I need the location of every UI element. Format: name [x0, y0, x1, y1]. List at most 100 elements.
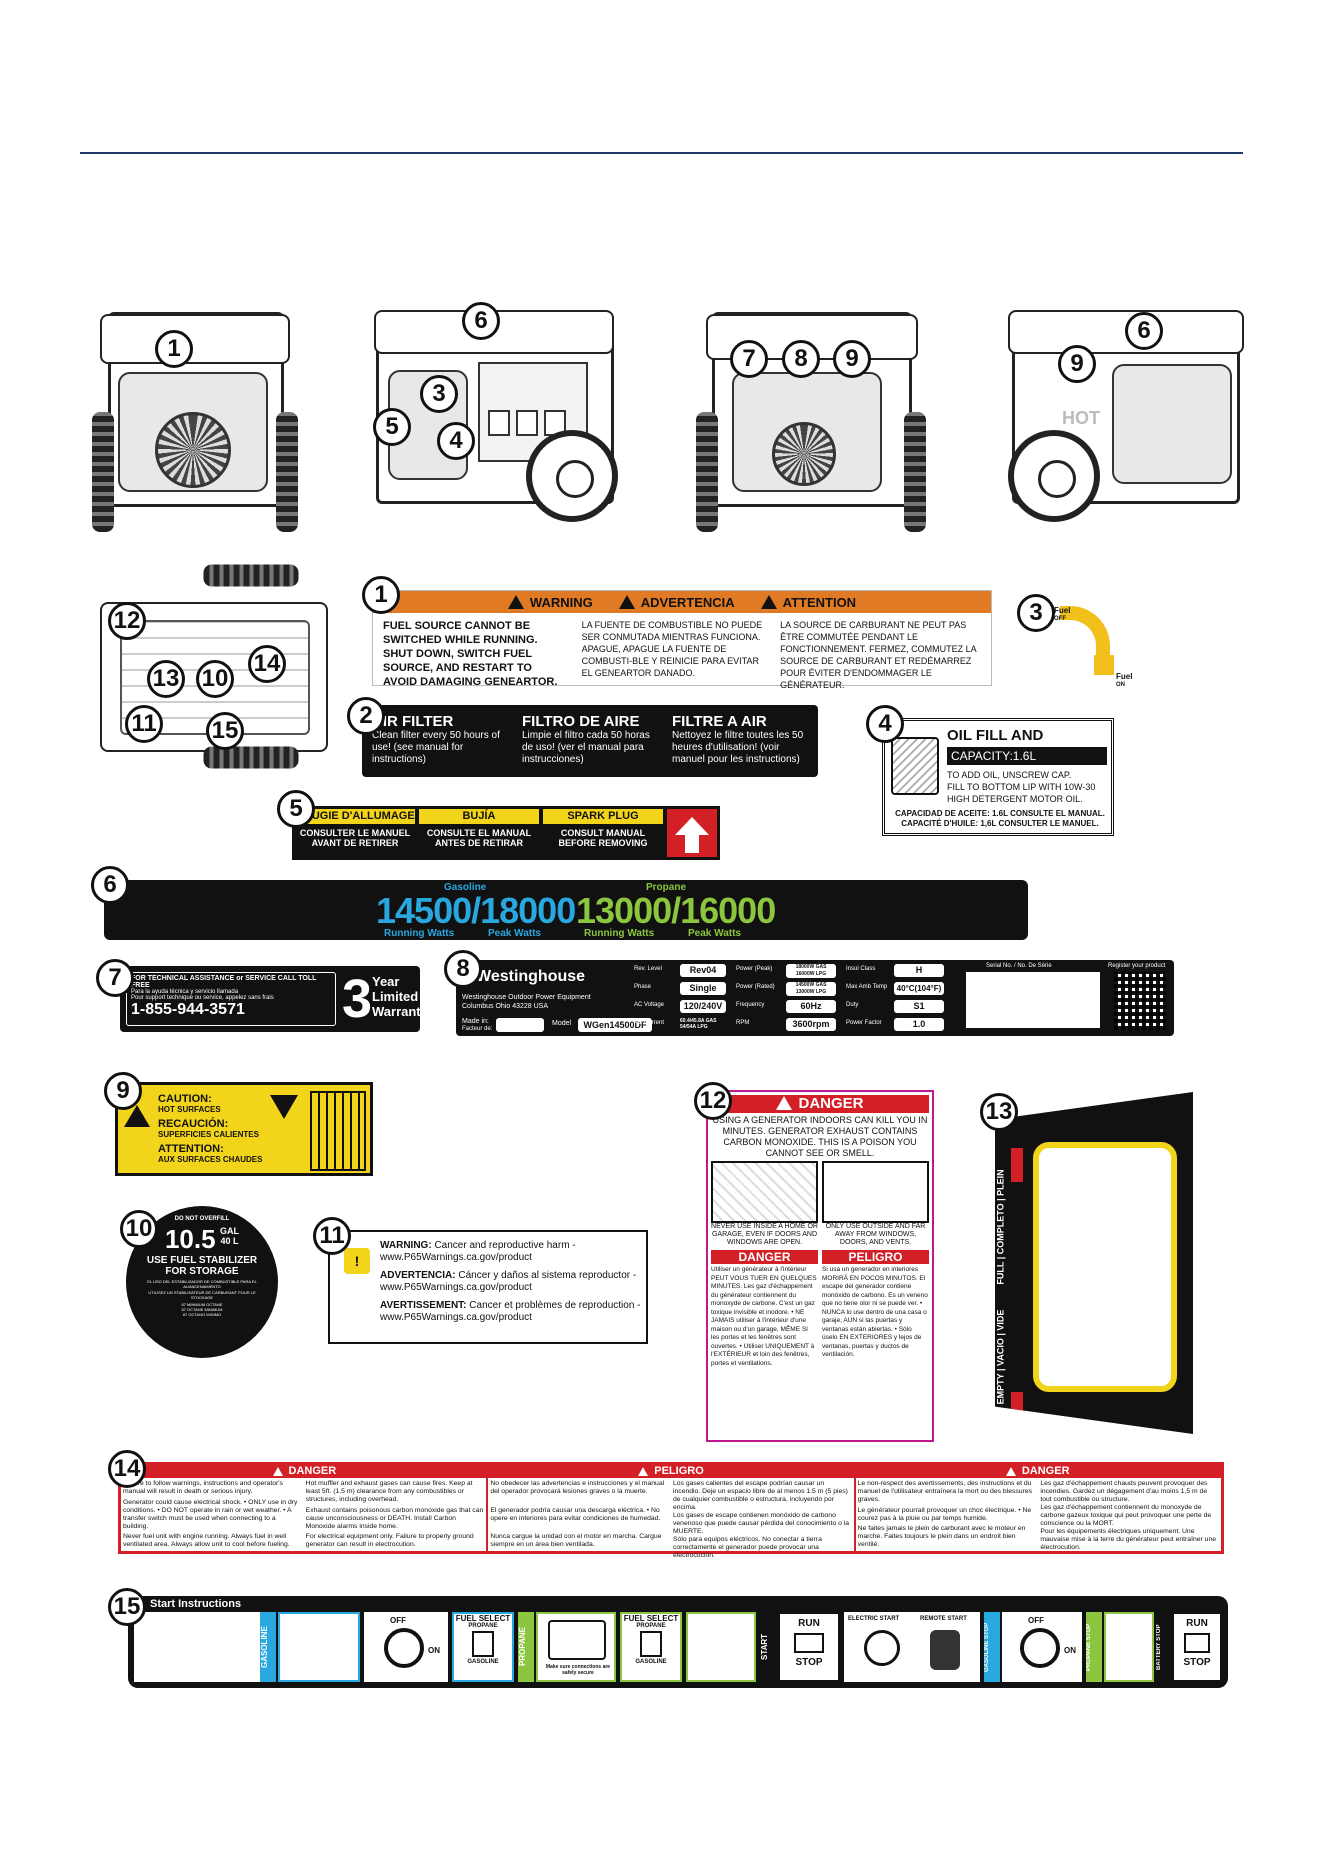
strip-f1: Les gaz d'échappement chauds peuvent pro… — [1040, 1480, 1208, 1503]
callout-6: 6 — [462, 302, 500, 340]
octane-2: 87 OCTANE MINIMUM — [181, 1307, 223, 1312]
qr-code-icon — [1114, 972, 1166, 1030]
label-6-wattage: Gasoline 14500/18000 Running Watts Peak … — [104, 880, 1028, 940]
label-11-number: 11 — [313, 1217, 351, 1255]
caution-3: ATTENTION: — [158, 1143, 224, 1155]
company: Westinghouse Outdoor Power Equipment — [462, 994, 591, 1001]
propane-small-1: PROPANE — [468, 1623, 498, 1629]
spark-text-es-2: ANTES DE RETIRAR — [434, 838, 523, 848]
electric-start-label: ELECTRIC START — [848, 1616, 900, 1622]
stabilizer-es: EL USO DEL ESTABILIZADOR DE COMBUSTIBLE … — [147, 1279, 257, 1289]
stabilizer-fr: UTILISEZ UN STABILISATEUR DE CARBURANT P… — [148, 1290, 256, 1300]
pf-label: Power Factor — [846, 1020, 882, 1026]
callout-10: 10 — [196, 660, 234, 698]
remote-icon — [930, 1630, 960, 1670]
p65-w3: AVERTISSEMENT: — [380, 1300, 467, 1311]
caution-1b: HOT SURFACES — [158, 1105, 221, 1114]
outside-ok-icon — [822, 1161, 929, 1223]
callout-6b: 6 — [1125, 312, 1163, 350]
warning-en: FUEL SOURCE CANNOT BE SWITCHED WHILE RUN… — [383, 620, 558, 688]
model-value: WGen14500DF — [578, 1018, 652, 1032]
peligro-text: Si usa un generador en interiores MORIRÁ… — [822, 1266, 928, 1358]
gallon-unit: GAL — [220, 1226, 240, 1236]
make-sure-text: Make sure connections are safely secure — [545, 1664, 611, 1676]
danger-strip-es: PELIGRO — [488, 1465, 855, 1478]
spark-title-es: BUJÍA — [419, 809, 539, 824]
label-15-start-instructions: Start Instructions GASOLINE OFF ON FUEL … — [128, 1596, 1228, 1688]
p65-w1: WARNING: — [380, 1240, 432, 1251]
danger-fr-title: DANGER — [711, 1250, 818, 1264]
label-2-number: 2 — [347, 697, 385, 735]
ins-label: Insul Class — [846, 966, 876, 972]
propane-stop-tag: PROPANE STOP — [1086, 1612, 1102, 1682]
spark-text-fr-1: CONSULTER LE MANUEL — [299, 828, 411, 838]
amb-label: Max Amb Temp — [846, 984, 888, 990]
start-buttons: ELECTRIC START REMOTE START — [844, 1612, 980, 1682]
freq-label: Frequency — [736, 1002, 765, 1008]
stabilizer-1: USE FUEL STABILIZER — [146, 1255, 258, 1266]
fuel-select-1: FUEL SELECT PROPANE GASOLINE — [452, 1612, 514, 1682]
caution-2: RECAUCIÓN: — [158, 1118, 229, 1130]
off-label-1: OFF — [390, 1616, 406, 1625]
gasoline-tag: GASOLINE — [260, 1612, 276, 1682]
warranty-w2: Limited — [372, 989, 419, 1004]
label-14-fuel-gauge: FULL | COMPLETO | PLEIN EMPTY | VACIO | … — [995, 1092, 1193, 1434]
p65-t2: Cáncer y daños al sistema reproductor - … — [380, 1270, 637, 1293]
spark-title-fr: BOUGIE D'ALLUMAGE — [295, 809, 415, 824]
warranty-w3: Warranty — [372, 1004, 428, 1019]
oil-line2: FILL TO BOTTOM LIP WITH 10W-30 — [947, 782, 1096, 792]
register-label: Register your product — [1108, 963, 1166, 969]
address: Columbus Ohio 43228 USA — [462, 1003, 548, 1010]
gasoline-running: Running Watts — [384, 928, 455, 939]
oil-line1: TO ADD OIL, UNSCREW CAP. — [947, 770, 1072, 780]
danger-strip-fr: DANGER — [854, 1465, 1221, 1478]
off-on-panel-2: OFF ON — [1002, 1612, 1082, 1682]
callout-8: 8 — [782, 340, 820, 378]
strip-b2: Exhaust contains poisonous carbon monoxi… — [305, 1506, 484, 1530]
spark-text-en-2: BEFORE REMOVING — [558, 838, 648, 848]
label-15-number: 15 — [108, 1588, 146, 1626]
label-12-danger-strip: DANGER PELIGRO DANGER Failure to follow … — [118, 1462, 1224, 1559]
gauge-window — [1033, 1142, 1177, 1392]
callout-3: 3 — [420, 375, 458, 413]
callout-11: 11 — [125, 705, 163, 743]
duty-label: Duty — [846, 1002, 859, 1008]
rev-label: Rev. Level — [634, 966, 662, 972]
strip-e1: Le non-respect des avertissements, des i… — [857, 1480, 1032, 1503]
callout-7: 7 — [730, 340, 768, 378]
battery-stop-tag: BATTERY STOP — [1156, 1624, 1162, 1670]
strip-e3: Ne faites jamais le plein de carburant a… — [857, 1525, 1026, 1548]
label-13-number: 12 — [694, 1082, 732, 1120]
empty-mark — [1011, 1392, 1023, 1426]
gasoline-small-2: GASOLINE — [635, 1659, 667, 1665]
pr-label: Power (Rated) — [736, 984, 775, 990]
valve-icon-2 — [1104, 1612, 1154, 1682]
callout-1: 1 — [155, 330, 193, 368]
octane-3: 87 OCTANO MINIMO — [182, 1312, 222, 1317]
gasoline-peak: Peak Watts — [488, 928, 541, 939]
tech-phone: 1-855-944-3571 — [131, 1001, 245, 1018]
oil-es: CAPACIDAD DE ACEITE: 1.6L CONSULTE EL MA… — [895, 809, 1105, 818]
on-label-1: ON — [428, 1646, 440, 1655]
phase-value: Single — [680, 982, 726, 995]
air-filter-text-es: Limpie el filtro cada 50 horas de uso! (… — [522, 730, 650, 765]
only-text: ONLY USE OUTSIDE AND FAR AWAY FROM WINDO… — [825, 1223, 926, 1246]
danger-title: DANGER — [711, 1095, 929, 1113]
tech-line3: Pour support technique ou service, appel… — [131, 995, 274, 1001]
pp-label: Power (Peak) — [736, 966, 773, 972]
strip-c1: No obedecer las advertencias e instrucci… — [490, 1480, 665, 1495]
amb-value: 40°C(104°F) — [894, 982, 944, 995]
freq-value: 60Hz — [786, 1000, 836, 1013]
made-in: Made in: — [462, 1018, 489, 1025]
down-arrow-icon — [270, 1095, 298, 1119]
strip-e2: Le générateur pourrait provoquer un choc… — [857, 1506, 1032, 1522]
p65-t3: Cancer et problèmes de reproduction - ww… — [380, 1300, 641, 1323]
strip-f3: Pour les équipements électriques uniquem… — [1040, 1528, 1217, 1551]
label-8-spec-plate: Westinghouse Westinghouse Outdoor Power … — [456, 960, 1174, 1036]
callout-12: 12 — [108, 602, 146, 640]
label-7-number: 7 — [96, 959, 134, 997]
strip-c2: El generador podría causar una descarga … — [490, 1506, 661, 1522]
generator-view-engine-side: HOT — [1002, 290, 1252, 537]
